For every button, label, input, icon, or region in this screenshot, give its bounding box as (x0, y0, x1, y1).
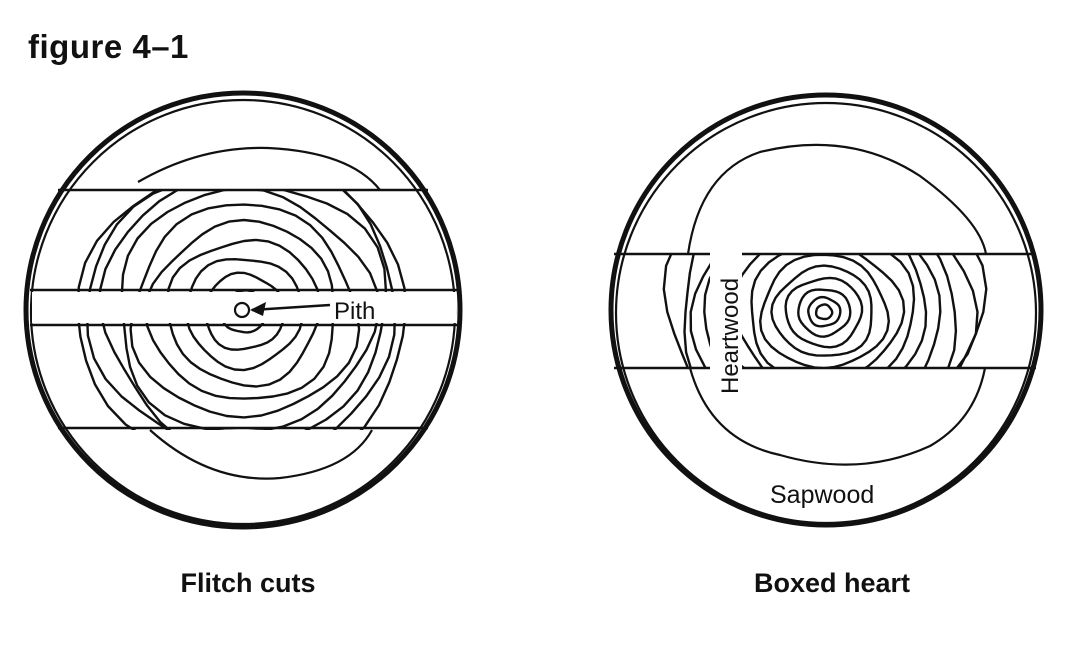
right-bark-inner (614, 101, 1038, 525)
right-growth-ring (716, 254, 928, 368)
flitch-cut-log: Pith (23, 90, 463, 530)
right-growth-ring (683, 254, 979, 368)
boxed-heart-caption: Boxed heart (753, 568, 911, 598)
pith-marker (233, 301, 251, 319)
flitch-cuts-caption: Flitch cuts (180, 568, 316, 598)
sapwood-label: Sapwood (770, 481, 874, 509)
boxed-heart-log: Heartwood Sapwood (608, 92, 1044, 528)
right-growth-ring (750, 254, 906, 368)
right-growth-ring (797, 288, 852, 338)
pith-label: Pith (334, 298, 375, 325)
heartwood-label-bg (710, 232, 742, 396)
left-log-outline (23, 90, 463, 530)
left-heartwood-boundary (137, 146, 381, 480)
heartwood-label: Heartwood (717, 278, 744, 394)
pith-arrow-line (251, 303, 331, 312)
right-heartwood-boundary (686, 143, 988, 466)
right-log-outline (608, 92, 1044, 528)
right-growth-ring (770, 264, 873, 357)
right-growth-ring (662, 254, 988, 368)
right-growth-ring (703, 254, 942, 368)
right-growth-ring (784, 276, 864, 349)
right-growth-ring (689, 254, 958, 368)
right-growth-ring (807, 295, 842, 328)
pith-arrow-head (250, 302, 266, 316)
right-growth-ring (814, 303, 834, 321)
figure-title: figure 4–1 (28, 28, 189, 65)
right-growth-ring (759, 254, 890, 368)
